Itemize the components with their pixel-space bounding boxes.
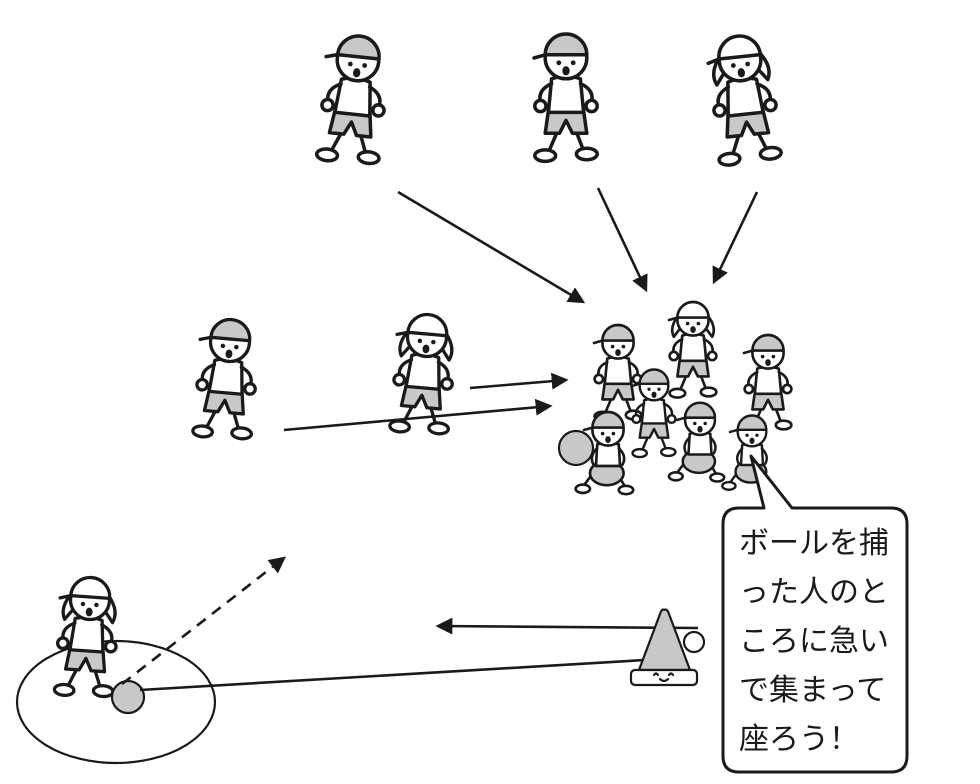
cluster-kid-crouching-center	[667, 401, 726, 483]
cone	[629, 608, 706, 687]
ball-held	[557, 429, 595, 467]
dashed-throw-arrow	[121, 556, 287, 686]
speech-line: ボールを捕	[739, 526, 889, 561]
cone-body	[637, 608, 692, 672]
bottom-paths	[121, 556, 699, 692]
top-runners	[313, 31, 784, 168]
runner-middle-left	[190, 315, 263, 443]
arrow-top-left-to-cluster	[397, 190, 586, 304]
runner-top-right	[703, 31, 784, 168]
line-circle-to-cone	[139, 658, 646, 692]
speech-line: ころに急い	[739, 624, 889, 659]
cone-smile	[658, 677, 670, 683]
runner-top-left	[313, 31, 394, 168]
speech-line: 座ろう！	[739, 722, 859, 757]
cone-eye-left	[652, 672, 660, 677]
speech-bubble	[721, 454, 909, 774]
ball-on-ground	[110, 679, 146, 715]
arrow-top-right-to-cluster	[712, 191, 759, 285]
thrower-group	[51, 573, 146, 715]
cone-eye-right	[667, 672, 675, 677]
middle-runners	[190, 310, 460, 443]
cluster-kid-back-center	[667, 300, 718, 399]
gathered-cluster	[557, 300, 793, 496]
movement-arrows	[283, 187, 759, 432]
cluster-kid-back-left	[592, 323, 643, 422]
arrow-top-center-to-cluster	[596, 187, 648, 293]
cone-base	[629, 668, 699, 687]
arrow-middle-left-to-cluster	[283, 398, 553, 432]
runner-top-center	[532, 32, 599, 164]
arrow-middle-right-to-cluster	[469, 372, 569, 390]
speech-bubble-text: ボールを捕 った人のと ころに急い で集まって 座ろう！	[739, 519, 899, 764]
speech-line: で集まって	[739, 673, 887, 708]
speech-line: った人のと	[739, 575, 889, 610]
cone-handle	[682, 630, 706, 654]
